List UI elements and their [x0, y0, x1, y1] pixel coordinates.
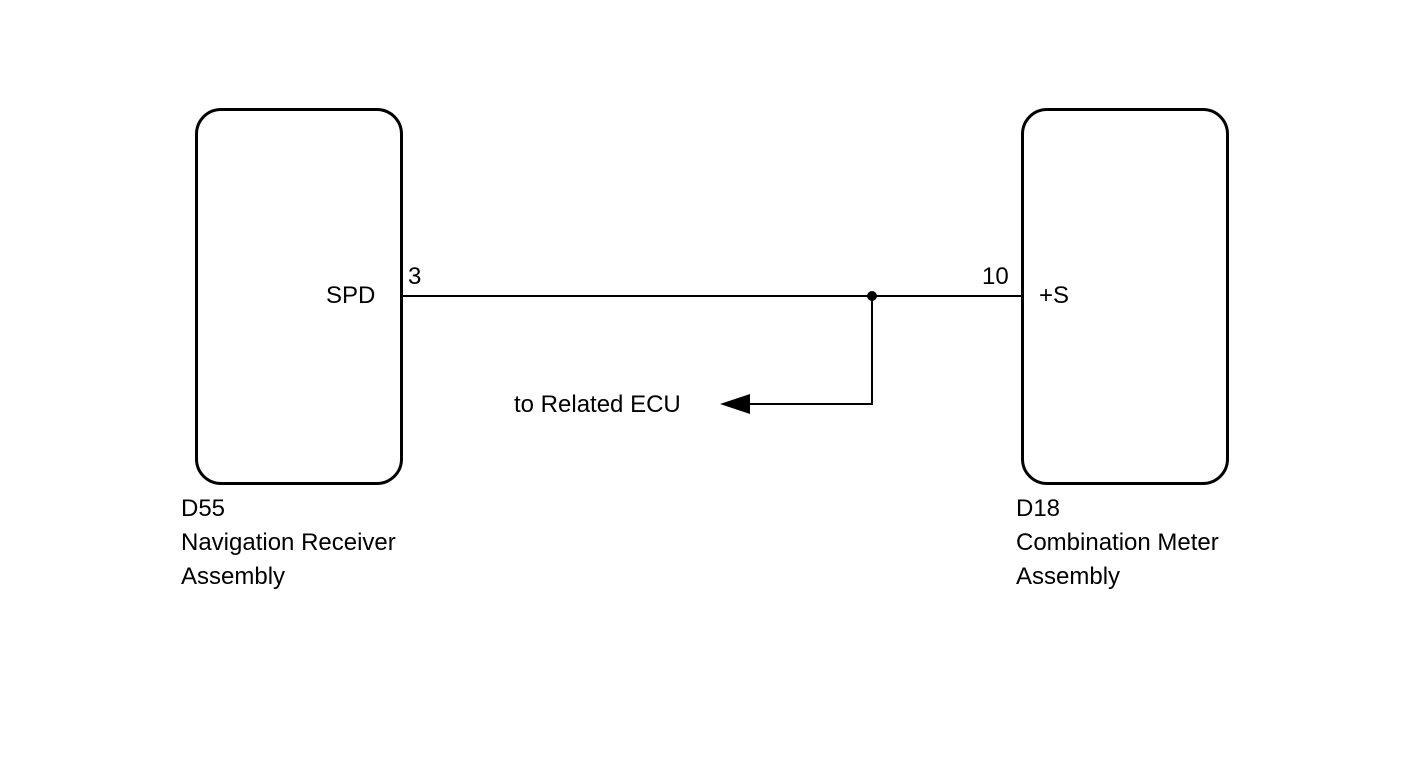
arrow-left-icon	[720, 394, 750, 414]
component-name-left-line2: Assembly	[181, 563, 286, 590]
branch-label: to Related ECU	[514, 391, 681, 418]
navigation-receiver-caption: D55 Navigation Receiver Assembly	[181, 492, 396, 594]
combination-meter-box	[1021, 108, 1229, 485]
component-code-left: D55	[181, 495, 226, 522]
pin-number-right: 10	[982, 263, 1009, 290]
component-name-right-line1: Combination Meter	[1016, 529, 1219, 556]
branch-wire-vertical	[871, 296, 873, 405]
branch-wire-horizontal	[749, 403, 873, 405]
component-name-right-line2: Assembly	[1016, 563, 1121, 590]
junction-dot	[867, 291, 877, 301]
terminal-name-s: +S	[1039, 282, 1070, 309]
combination-meter-caption: D18 Combination Meter Assembly	[1016, 492, 1219, 594]
component-name-left-line1: Navigation Receiver	[181, 529, 396, 556]
navigation-receiver-box	[195, 108, 403, 485]
signal-wire	[403, 295, 1021, 297]
pin-number-left: 3	[408, 263, 422, 290]
component-code-right: D18	[1016, 495, 1061, 522]
terminal-name-spd: SPD	[326, 282, 376, 309]
